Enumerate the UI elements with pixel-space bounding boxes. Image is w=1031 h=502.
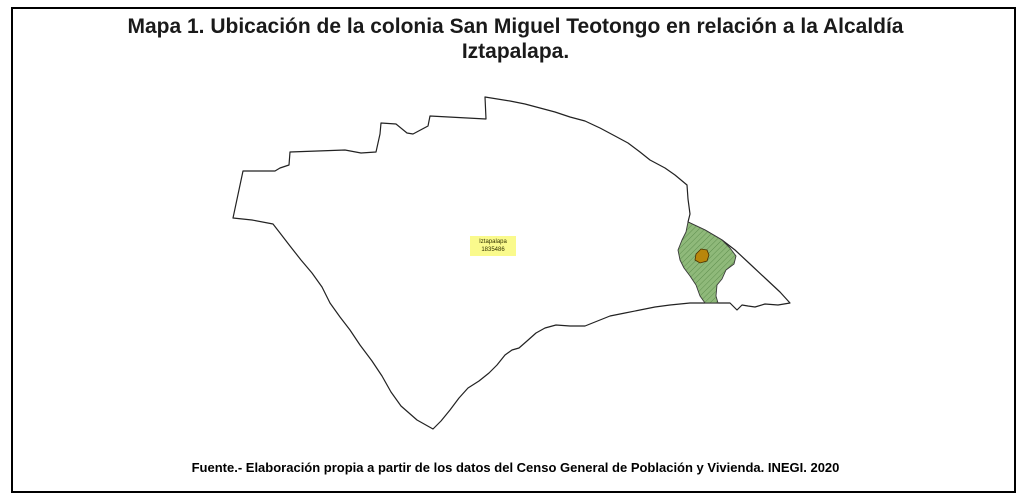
alcaldia-label-value: 1835486 [481, 247, 505, 253]
alcaldia-label: Iztapalapa 1835486 [470, 236, 516, 256]
colonia-san-miguel-teotongo [677, 221, 737, 304]
alcaldia-label-name: Iztapalapa [479, 239, 507, 245]
map-title-line1: Mapa 1. Ubicación de la colonia San Migu… [127, 15, 904, 38]
map-title: Mapa 1. Ubicación de la colonia San Migu… [0, 14, 1031, 64]
manzana-highlight [694, 248, 710, 264]
alcaldia-iztapalapa-boundary [232, 96, 791, 430]
source-note: Fuente.- Elaboración propia a partir de … [191, 460, 840, 475]
map-title-line2: Iztapalapa. [461, 40, 570, 63]
